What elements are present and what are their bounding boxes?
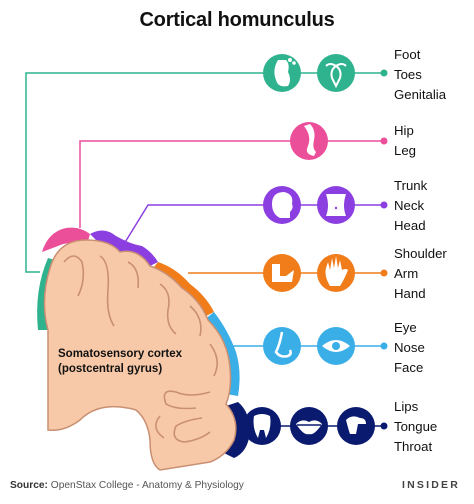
- label-eye: Eye: [394, 320, 417, 335]
- label-hand: Hand: [394, 286, 426, 301]
- label-throat: Throat: [394, 439, 433, 454]
- nose-icon: [263, 327, 301, 365]
- leg-icon: [290, 122, 328, 160]
- labels-orange: Shoulder Arm Hand: [394, 244, 447, 304]
- dot-blue: [380, 342, 388, 350]
- source-text: OpenStax College - Anatomy & Physiology: [50, 480, 244, 491]
- labels-blue: Eye Nose Face: [394, 318, 425, 378]
- hand-icon: [317, 254, 355, 292]
- lips-icon: [290, 407, 328, 445]
- label-arm: Arm: [394, 266, 419, 281]
- source-note: Source: OpenStax College - Anatomy & Phy…: [10, 480, 244, 491]
- cortex-label: Somatosensory cortex (postcentral gyrus): [58, 348, 183, 375]
- cortex-label-line1: Somatosensory cortex: [58, 348, 183, 360]
- eye-icon: [317, 327, 355, 365]
- dot-pink: [380, 137, 388, 145]
- throat-icon: [337, 407, 375, 445]
- band-pink: [42, 227, 90, 252]
- line-purple: [123, 204, 384, 245]
- label-hip: Hip: [394, 123, 414, 138]
- page-title: Cortical homunculus: [139, 9, 335, 31]
- label-neck: Neck: [394, 198, 425, 213]
- brand-logo: INSIDER: [402, 479, 460, 491]
- labels-pink: Hip Leg: [394, 121, 416, 161]
- cortex-folds: [63, 255, 218, 443]
- arm-icon: [263, 254, 301, 292]
- connector-dots: [380, 69, 388, 430]
- tooth-icon: [243, 407, 281, 445]
- line-teal: [25, 72, 384, 273]
- cortex-label-line2: (postcentral gyrus): [58, 363, 162, 375]
- label-shoulder: Shoulder: [394, 246, 447, 261]
- dot-purple: [380, 201, 388, 209]
- label-genitalia: Genitalia: [394, 87, 447, 102]
- label-face: Face: [394, 360, 424, 375]
- labels-navy: Lips Tongue Throat: [394, 397, 437, 457]
- trunk-icon: [317, 186, 355, 224]
- dot-navy: [380, 422, 388, 430]
- line-pink: [79, 140, 384, 228]
- dot-teal: [380, 69, 388, 77]
- foot-icon: [263, 54, 301, 92]
- labels-purple: Trunk Neck Head: [394, 176, 427, 236]
- label-head: Head: [394, 218, 426, 233]
- label-toes: Toes: [394, 67, 422, 82]
- label-nose: Nose: [394, 340, 425, 355]
- label-lips: Lips: [394, 399, 419, 414]
- label-leg: Leg: [394, 143, 417, 158]
- source-label: Source:: [10, 480, 48, 491]
- uterus-icon: [317, 54, 355, 92]
- labels-teal: Foot Toes Genitalia: [394, 45, 446, 105]
- cortex-shape: [43, 239, 237, 471]
- dot-orange: [380, 269, 388, 277]
- label-trunk: Trunk: [394, 178, 428, 193]
- head-icon: [263, 186, 301, 224]
- label-foot: Foot: [394, 47, 421, 62]
- label-tongue: Tongue: [394, 419, 438, 434]
